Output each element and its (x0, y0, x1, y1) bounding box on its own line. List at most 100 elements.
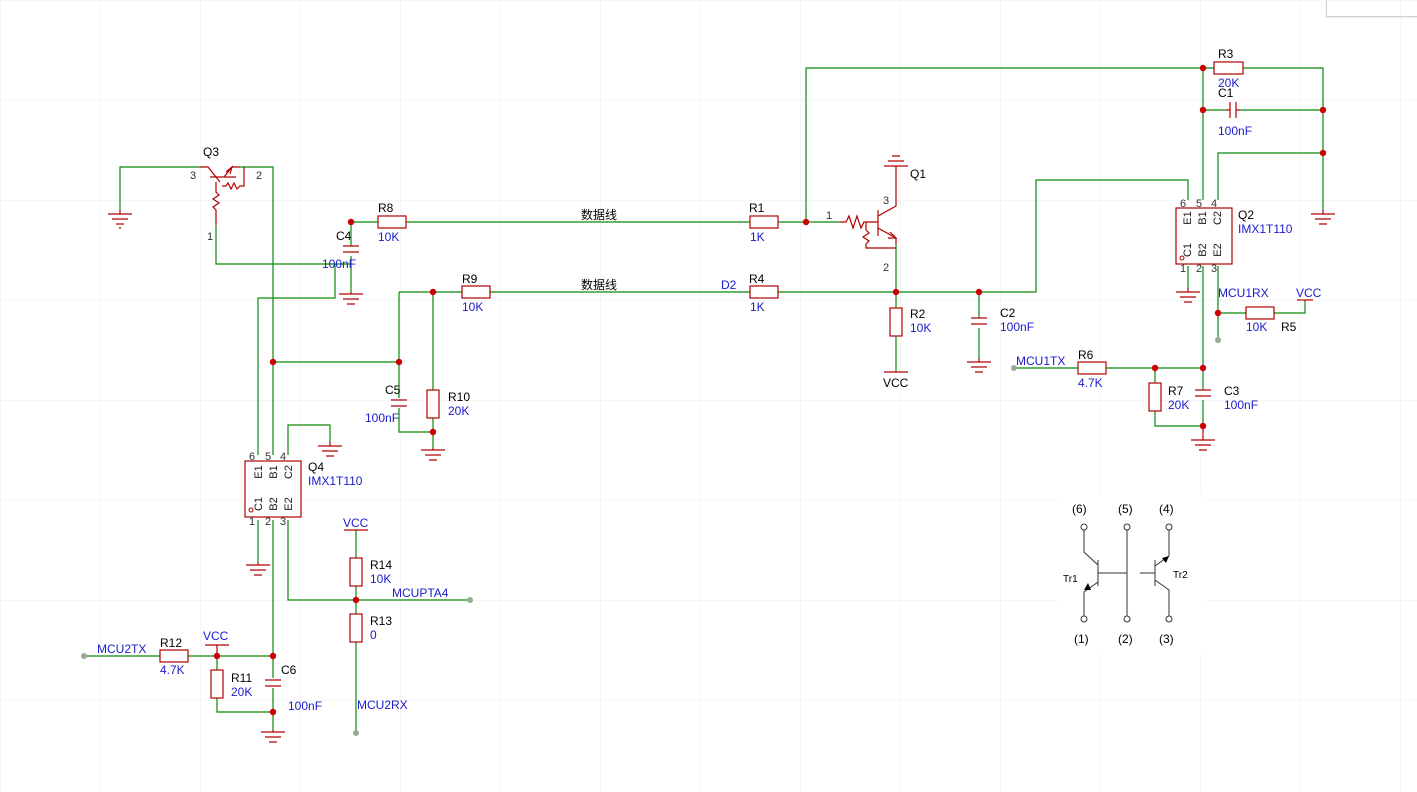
resistor-R5[interactable] (1245, 306, 1275, 320)
capacitors (265, 102, 1240, 687)
svg-text:4: 4 (280, 451, 286, 463)
svg-text:5: 5 (265, 451, 271, 463)
ic-Q2[interactable]: E1 B1 C2 C1 B2 E2 (1175, 207, 1233, 265)
resistor-R9[interactable] (461, 285, 491, 299)
resistor-R14[interactable] (349, 557, 363, 587)
resistor-R6[interactable] (1077, 361, 1107, 375)
resistor-R11[interactable] (210, 669, 224, 699)
reference-labels: Q3 Q1 Q2 Q4 R8 R1 R9 R4 R3 C1 R5 R6 R7 C… (160, 47, 1297, 685)
svg-text:Tr1: Tr1 (1063, 574, 1078, 585)
svg-text:(3): (3) (1159, 632, 1174, 646)
resistor-R7[interactable] (1148, 382, 1162, 412)
capacitor-C4[interactable] (343, 245, 359, 253)
svg-text:MCU1RX: MCU1RX (1218, 286, 1269, 300)
resistor-R8[interactable] (377, 215, 407, 229)
svg-text:3: 3 (883, 195, 889, 207)
svg-text:C5: C5 (385, 383, 401, 397)
svg-text:20K: 20K (231, 685, 252, 699)
svg-text:10K: 10K (1246, 320, 1267, 334)
svg-text:20K: 20K (448, 404, 469, 418)
svg-text:Tr2: Tr2 (1173, 570, 1188, 581)
resistor-R4[interactable] (749, 285, 779, 299)
svg-text:100nF: 100nF (288, 699, 322, 713)
resistor-R3[interactable] (1213, 61, 1244, 75)
svg-text:(4): (4) (1159, 502, 1174, 516)
net-ports (81, 337, 1221, 736)
svg-text:R14: R14 (370, 558, 392, 572)
svg-text:(6): (6) (1072, 502, 1087, 516)
svg-text:数据线: 数据线 (581, 207, 617, 222)
svg-text:10K: 10K (462, 300, 483, 314)
svg-text:R11: R11 (231, 671, 252, 685)
svg-text:1K: 1K (750, 230, 765, 244)
wires (84, 67, 1324, 733)
svg-text:D2: D2 (721, 278, 737, 292)
capacitor-C3[interactable] (1195, 389, 1211, 397)
svg-text:VCC: VCC (883, 376, 909, 390)
svg-text:5: 5 (1196, 198, 1202, 210)
svg-text:(5): (5) (1118, 502, 1133, 516)
svg-text:1: 1 (249, 516, 255, 528)
pin-numbers: 1 2 3 1 2 3 1 2 3 4 5 6 1 2 3 4 5 6 (190, 170, 1217, 528)
svg-text:MCU2RX: MCU2RX (357, 698, 408, 712)
svg-text:C2: C2 (283, 465, 295, 479)
svg-text:6: 6 (1180, 198, 1186, 210)
svg-text:C1: C1 (253, 497, 265, 511)
svg-text:Q1: Q1 (910, 167, 926, 181)
resistor-R2[interactable] (889, 307, 903, 337)
svg-text:E2: E2 (283, 497, 295, 510)
svg-text:2: 2 (256, 170, 262, 182)
svg-text:VCC: VCC (343, 516, 369, 530)
svg-text:B2: B2 (268, 497, 280, 510)
resistor-R1[interactable] (749, 215, 779, 229)
capacitor-C5[interactable] (391, 399, 407, 407)
svg-text:VCC: VCC (203, 629, 229, 643)
svg-text:R7: R7 (1168, 384, 1184, 398)
svg-text:R2: R2 (910, 307, 926, 321)
svg-text:2: 2 (1196, 263, 1202, 275)
svg-text:1K: 1K (750, 300, 765, 314)
svg-text:R13: R13 (370, 614, 392, 628)
svg-text:E2: E2 (1212, 243, 1224, 256)
svg-text:Q2: Q2 (1238, 208, 1254, 222)
svg-text:1: 1 (207, 231, 213, 243)
svg-text:R12: R12 (160, 636, 182, 650)
value-labels: 10K 1K 10K 1K 20K 100nF 10K 4.7K 20K 100… (97, 76, 1322, 713)
transistor-Q3[interactable] (200, 165, 245, 225)
svg-text:C2: C2 (1212, 211, 1224, 225)
svg-text:10K: 10K (370, 572, 391, 586)
ground-symbols (108, 155, 1335, 743)
svg-text:C2: C2 (1000, 306, 1016, 320)
svg-text:(2): (2) (1118, 632, 1133, 646)
capacitor-C1[interactable] (1226, 102, 1240, 118)
svg-text:100nF: 100nF (322, 257, 356, 271)
svg-text:1: 1 (1180, 263, 1186, 275)
pinout-diagram: (6) (5) (4) (1) (2) (3) Tr1 Tr2 (1060, 494, 1204, 652)
svg-text:R9: R9 (462, 272, 478, 286)
resistor-R10[interactable] (426, 389, 440, 419)
ic-Q4[interactable]: E1 B1 C2 C1 B2 E2 (244, 460, 302, 518)
svg-text:VCC: VCC (1296, 286, 1322, 300)
svg-text:R8: R8 (378, 201, 394, 215)
svg-text:C4: C4 (336, 229, 352, 243)
svg-text:IMX1T110: IMX1T110 (308, 474, 363, 488)
svg-text:R6: R6 (1078, 348, 1094, 362)
svg-text:MCUPTA4: MCUPTA4 (392, 586, 449, 600)
transistor-Q1[interactable] (840, 196, 898, 249)
svg-text:E1: E1 (1182, 211, 1194, 224)
svg-text:4.7K: 4.7K (1078, 376, 1103, 390)
resistor-R12[interactable] (159, 649, 189, 663)
svg-text:MCU2TX: MCU2TX (97, 642, 146, 656)
capacitor-C2[interactable] (971, 317, 987, 325)
resistor-R13[interactable] (349, 613, 363, 643)
svg-text:1: 1 (826, 210, 832, 222)
capacitor-C6[interactable] (265, 679, 281, 687)
svg-text:3: 3 (190, 170, 196, 182)
svg-text:100nF: 100nF (1224, 398, 1258, 412)
svg-text:数据线: 数据线 (581, 277, 617, 292)
svg-text:2: 2 (265, 516, 271, 528)
svg-text:100nF: 100nF (1000, 320, 1034, 334)
vcc-dark-label: VCC (883, 376, 909, 390)
